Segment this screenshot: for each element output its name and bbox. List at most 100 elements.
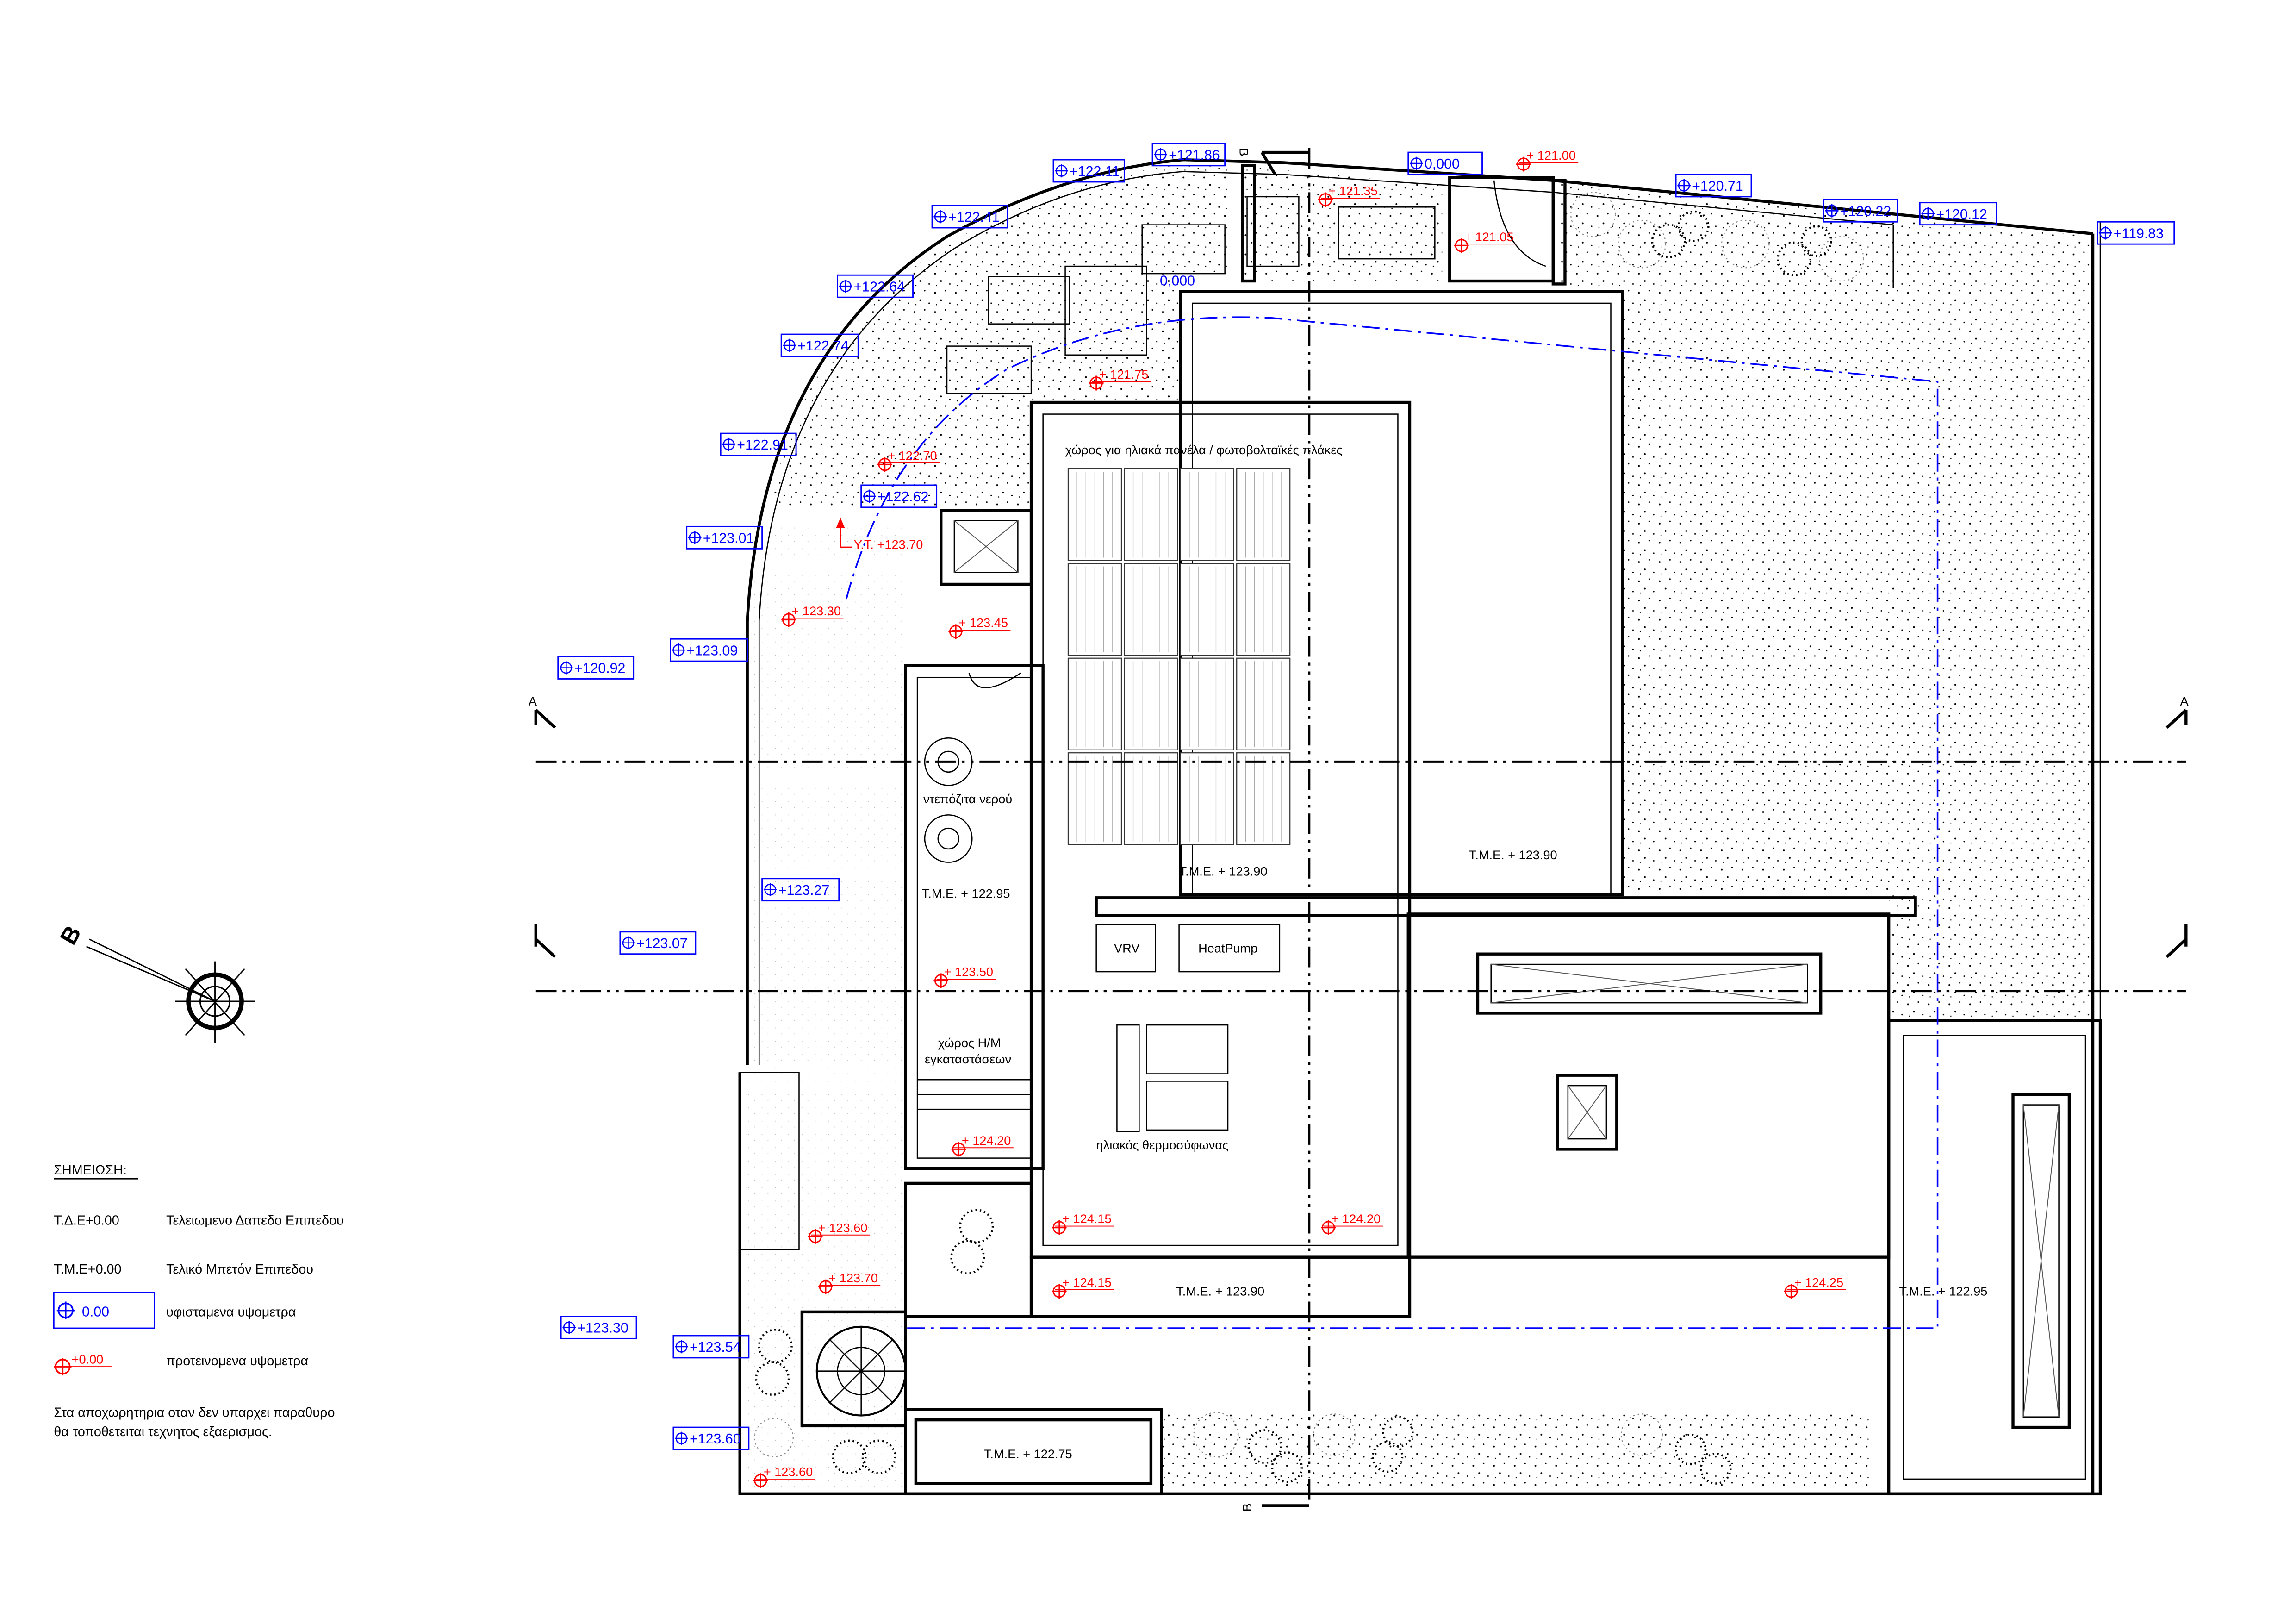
target-icon bbox=[688, 531, 702, 544]
existing-elevation-marker: +123.09 bbox=[670, 638, 748, 662]
proposed-elevation-value: + 122.70 bbox=[888, 449, 937, 463]
proposed-elevation-value: + 124.25 bbox=[1794, 1275, 1843, 1290]
legend-desc-tme: Τελικό Μπετόν Επιπεδου bbox=[166, 1262, 313, 1277]
existing-elevation-plain: 0,000 bbox=[1160, 274, 1195, 289]
existing-elevation-marker: +120.71 bbox=[1675, 174, 1752, 198]
existing-elevation-marker: +120.12 bbox=[1919, 202, 1997, 226]
section-b-bottom-label: B bbox=[1240, 1503, 1254, 1512]
section-lines: A A B B bbox=[529, 148, 2189, 1512]
tme-top-right-label: T.M.E. + 123.90 bbox=[1469, 848, 1557, 862]
existing-elevation-marker: +121.86 bbox=[1151, 143, 1226, 167]
existing-elevation-marker: +122.11 bbox=[1052, 159, 1125, 183]
existing-elevation-marker: +123.54 bbox=[672, 1335, 750, 1359]
proposed-elevation-value: + 121.05 bbox=[1464, 230, 1513, 244]
existing-elevation-value: +123.27 bbox=[778, 883, 830, 898]
existing-elevation-marker: +122.41 bbox=[931, 205, 1008, 229]
solar-panel-grid bbox=[1067, 468, 1291, 845]
existing-elevation-marker: +123.07 bbox=[619, 931, 697, 955]
elevation-box bbox=[686, 525, 763, 550]
elevation-box bbox=[1823, 199, 1898, 223]
elevation-box bbox=[780, 333, 859, 357]
target-icon bbox=[1409, 156, 1423, 170]
elevation-box bbox=[837, 274, 914, 298]
elevation-box bbox=[860, 484, 938, 508]
target-icon bbox=[675, 1431, 688, 1445]
existing-elevation-marker: +123.30 bbox=[560, 1316, 637, 1339]
target-icon bbox=[933, 210, 947, 224]
proposed-elevation-value: + 124.20 bbox=[1332, 1212, 1381, 1226]
legend-title: ΣΗΜΕΙΩΣΗ: bbox=[54, 1163, 127, 1178]
proposed-elevation-marker: + 123.50 bbox=[933, 965, 996, 988]
target-icon bbox=[839, 279, 852, 293]
legend-key-existing: 0.00 bbox=[82, 1304, 109, 1319]
north-arrow: B bbox=[55, 921, 255, 1043]
proposed-elevation-marker: + 124.20 bbox=[951, 1133, 1014, 1157]
existing-elevation-value: +120.71 bbox=[1692, 179, 1743, 194]
elevation-box bbox=[670, 638, 748, 662]
elevation-box bbox=[619, 931, 697, 955]
proposed-elevation-marker: + 124.15 bbox=[1052, 1275, 1114, 1299]
elevation-box bbox=[931, 205, 1008, 229]
elevation-box bbox=[1052, 159, 1125, 183]
proposed-elevation-value: + 123.60 bbox=[818, 1220, 867, 1235]
proposed-elevation-marker: + 124.20 bbox=[1321, 1212, 1383, 1235]
proposed-elevation-marker: + 123.60 bbox=[808, 1220, 870, 1244]
elevation-box bbox=[720, 432, 797, 456]
proposed-elevation-value: + 121.35 bbox=[1328, 184, 1377, 198]
existing-elevation-value: +122.74 bbox=[797, 338, 849, 354]
legend-key-proposed: +0.00 bbox=[72, 1352, 104, 1367]
proposed-elevation-value: + 123.45 bbox=[959, 616, 1008, 630]
proposed-elevation-value: + 123.30 bbox=[792, 604, 841, 618]
water-tanks-label: ντεπόζιτα νερού bbox=[923, 792, 1012, 806]
existing-elevation-value: +121.86 bbox=[1169, 148, 1220, 163]
existing-elevations: +122.11 +121.86 0,000 +120.71 +120.22 +120.12… bbox=[557, 143, 2175, 1450]
existing-elevation-value: +123.01 bbox=[703, 531, 754, 546]
proposed-elevation-marker: + 123.60 bbox=[753, 1465, 815, 1488]
target-icon bbox=[672, 643, 685, 657]
section-a-right-label: A bbox=[2180, 694, 2189, 708]
plot-boundary bbox=[738, 158, 2101, 1496]
legend-desc-tde: Τελειωμενο Δαπεδο Επιπεδου bbox=[166, 1213, 344, 1228]
existing-elevation-value: +122.91 bbox=[737, 437, 788, 453]
existing-level-icon bbox=[56, 1301, 75, 1319]
elevation-box bbox=[1407, 151, 1483, 175]
existing-elevation-value: 0,000 bbox=[1425, 156, 1460, 172]
existing-elevation-value: +123.54 bbox=[690, 1340, 741, 1355]
existing-elevation-marker: +123.27 bbox=[761, 878, 840, 902]
proposed-elevation-value: + 123.50 bbox=[944, 965, 993, 979]
legend-desc-existing: υφισταμενα υψομετρα bbox=[166, 1305, 296, 1319]
elevation-box bbox=[1151, 143, 1226, 167]
section-a-left-label: A bbox=[529, 694, 537, 708]
solar-area-label: χώρος για ηλιακά πανέλα / φωτοβολταϊκές … bbox=[1065, 443, 1343, 457]
elevation-box bbox=[672, 1426, 750, 1450]
existing-elevation-marker: +122.91 bbox=[720, 432, 797, 456]
existing-elevation-marker: +123.60 bbox=[672, 1426, 750, 1450]
existing-elevation-value: +122.41 bbox=[948, 210, 1000, 225]
target-icon bbox=[1677, 179, 1691, 193]
elevation-box bbox=[557, 656, 635, 680]
existing-elevation-value: +120.92 bbox=[574, 661, 626, 676]
proposed-elevation-value: + 124.15 bbox=[1062, 1212, 1111, 1226]
proposed-elevation-marker: + 124.25 bbox=[1784, 1275, 1846, 1299]
target-icon bbox=[1154, 148, 1168, 162]
proposed-elevation-value: + 121.00 bbox=[1526, 148, 1575, 162]
proposed-elevations: + 121.00+ 121.35+ 121.05+ 121.75+ 122.70… bbox=[753, 148, 1846, 1488]
existing-elevation-marker: +119.83 bbox=[2097, 221, 2175, 245]
section-b-top-label: B bbox=[1237, 148, 1251, 156]
trees bbox=[754, 192, 1864, 1485]
existing-elevation-marker: +122.64 bbox=[837, 274, 914, 298]
existing-elevation-marker: +120.22 bbox=[1823, 199, 1898, 223]
target-icon bbox=[1055, 164, 1068, 178]
proposed-elevation-marker: + 123.30 bbox=[781, 604, 844, 627]
north-label: B bbox=[55, 921, 87, 949]
proposed-elevation-marker: + 122.70 bbox=[877, 449, 940, 472]
existing-elevation-marker: +120.92 bbox=[557, 656, 635, 680]
tme-bottom-label: T.M.E. + 122.75 bbox=[984, 1447, 1072, 1461]
existing-elevation-value: +120.22 bbox=[1840, 204, 1892, 219]
em-room-label-1: χώρος Η/Μ bbox=[938, 1036, 1001, 1050]
tme-lower-label: T.M.E. + 123.90 bbox=[1176, 1284, 1264, 1299]
existing-elevation-value: +122.62 bbox=[877, 489, 929, 505]
existing-elevation-marker: +123.01 bbox=[686, 525, 763, 550]
proposed-elevation-marker: + 121.00 bbox=[1516, 148, 1579, 172]
